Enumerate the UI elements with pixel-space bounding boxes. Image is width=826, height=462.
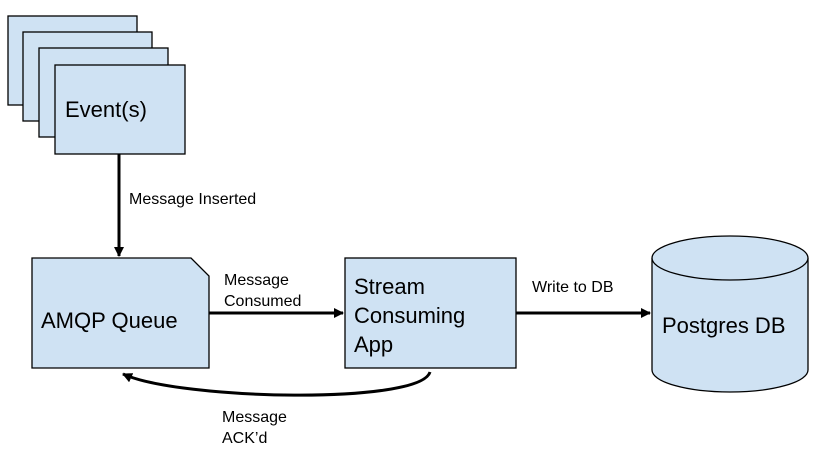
db-body: [651, 258, 809, 393]
edge-label-ack-line2: ACK’d: [222, 430, 267, 447]
edge-write-to-db: Write to DB: [516, 279, 651, 318]
app-shape: [344, 257, 517, 369]
events-label: Event(s): [65, 97, 147, 122]
app-node: Stream Consuming App: [344, 257, 517, 369]
event-card-front: [54, 64, 186, 155]
db-node: Postgres DB: [651, 235, 809, 393]
edge-label-ack-line1: Message: [222, 409, 287, 426]
app-label-line1: Stream: [354, 274, 425, 299]
db-top: [651, 235, 809, 281]
queue-shape: [31, 257, 210, 369]
app-label-line2: Consuming: [354, 303, 465, 328]
queue-label: AMQP Queue: [41, 308, 178, 333]
edge-message-inserted: Message Inserted: [114, 154, 256, 257]
edge-message-consumed: Message Consumed: [209, 272, 344, 318]
edge-message-ackd: Message ACK’d: [122, 371, 432, 447]
db-label: Postgres DB: [662, 313, 786, 338]
edge-label-inserted: Message Inserted: [129, 191, 256, 208]
edge-label-write: Write to DB: [532, 279, 614, 296]
arrow-ack: [122, 371, 432, 397]
queue-node: AMQP Queue: [31, 257, 210, 369]
edge-label-consumed-line2: Consumed: [224, 293, 301, 310]
edge-label-consumed-line1: Message: [224, 272, 289, 289]
events-stack: Event(s): [7, 15, 186, 155]
app-label-line3: App: [354, 332, 393, 357]
